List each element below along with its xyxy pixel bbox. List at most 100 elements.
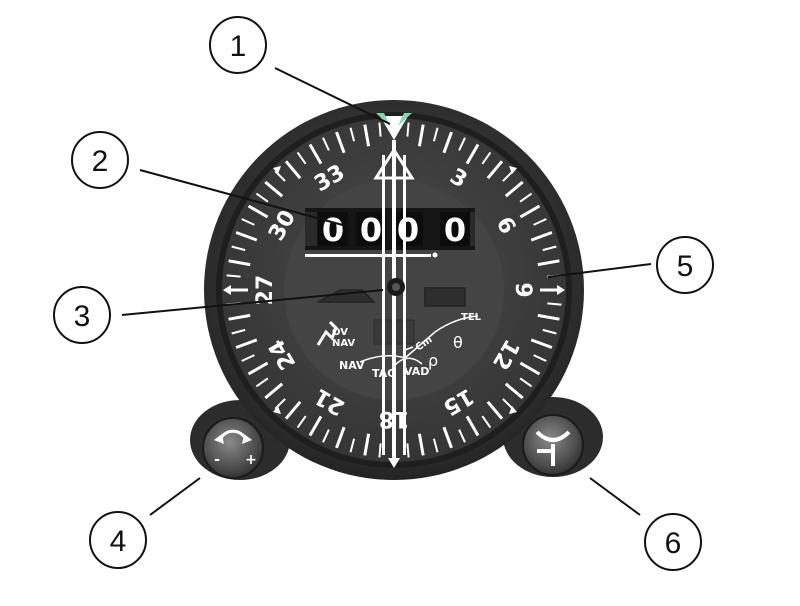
compass-ticks (226, 122, 562, 458)
counter-digit-2: 0 (360, 211, 382, 249)
counter-digit-1: 0 (322, 211, 344, 249)
rotate-arrow-right-head-icon (242, 434, 252, 444)
svg-text:3: 3 (74, 300, 91, 333)
compass-tick (442, 426, 453, 449)
mode-label-theta: θ (453, 333, 463, 352)
svg-text:4: 4 (110, 525, 127, 558)
rim-marker (273, 406, 281, 414)
compass-tick (547, 302, 562, 306)
mode-select-knob[interactable] (522, 414, 584, 476)
compass-tick (296, 151, 307, 165)
compass-tick (296, 415, 307, 429)
deviation-dot (432, 252, 438, 258)
ovnav-icon (316, 320, 338, 346)
compass-tick (378, 122, 382, 137)
svg-text:5: 5 (677, 250, 694, 283)
compass-tick (241, 354, 255, 362)
compass-tick (241, 218, 255, 226)
callout-1: 1 (209, 16, 267, 74)
mode-label-rho: ρ (428, 351, 438, 370)
course-pointer (373, 140, 415, 465)
compass-tick (335, 426, 346, 449)
compass-tick (486, 160, 504, 180)
compass-tick (432, 438, 439, 453)
mode-label-tel: TEL (461, 312, 482, 323)
mode-label-tac: TAC (372, 367, 395, 380)
compass-tick (504, 180, 524, 198)
compass-tick (322, 429, 330, 443)
compass-tick (406, 443, 410, 458)
mode-label-nav-top: NAV (332, 338, 355, 349)
leader-lines (121, 67, 652, 516)
compass-tick (255, 377, 269, 388)
compass-tick (502, 170, 514, 182)
compass-tick (533, 218, 547, 226)
compass-tick (406, 122, 410, 137)
compass-tick (235, 231, 258, 242)
callout-4: 4 (89, 511, 147, 569)
rim-marker (509, 406, 517, 414)
to-from-window (424, 287, 466, 307)
rim-marker (509, 166, 517, 174)
callout-5: 5 (656, 236, 714, 294)
compass-tick (504, 382, 524, 400)
compass-tick (264, 180, 284, 198)
rotate-arrow-left-head-icon (214, 434, 224, 444)
mode-label-ov: OV (332, 327, 348, 338)
compass-tick (530, 231, 553, 242)
compass-tick (481, 151, 492, 165)
compass-tick (349, 127, 356, 142)
compass-tick (378, 443, 382, 458)
compass-tick (363, 433, 371, 456)
compass-tick (542, 245, 557, 252)
compass-tick (308, 143, 323, 165)
compass-tick (519, 377, 533, 388)
counter-digit-3: 0 (397, 211, 419, 249)
compass-tick (228, 259, 251, 267)
deviation-bar (305, 254, 431, 257)
compass-tick (284, 400, 302, 420)
compass-tick (458, 137, 466, 151)
mode-knob-y-icon (535, 430, 571, 442)
compass-tick (226, 274, 241, 278)
mode-label-vad: VAD (404, 365, 429, 378)
mode-selector-markings (359, 315, 479, 366)
course-select-knob[interactable]: - + (202, 417, 264, 479)
leader-line-3 (121, 289, 384, 316)
callout-2: 2 (71, 131, 129, 189)
compass-tick (322, 137, 330, 151)
leader-line-2 (139, 169, 351, 228)
leader-line-4 (149, 477, 201, 516)
svg-text:2: 2 (92, 145, 109, 178)
compass-tick (247, 204, 269, 219)
compass-tick (465, 415, 480, 437)
knob-plus-label: + (245, 452, 257, 468)
compass-label: 9 (510, 282, 535, 297)
compass-tick (442, 131, 453, 154)
compass-tick (231, 328, 246, 335)
mode-label-nav: NAV (339, 359, 365, 372)
compass-tick (519, 361, 541, 376)
center-pivot-cap (392, 283, 400, 291)
compass-tick (417, 124, 425, 147)
compass-tick (481, 415, 492, 429)
leader-line-1 (274, 67, 391, 125)
compass-tick (274, 170, 286, 182)
compass-tick (335, 131, 346, 154)
compass-tick (533, 354, 547, 362)
compass-tick (264, 382, 284, 400)
counter-digit-4: 0 (444, 211, 466, 249)
compass-tick (530, 338, 553, 349)
compass-tick (274, 398, 286, 410)
callout-3: 3 (53, 286, 111, 344)
callout-6: 6 (644, 513, 702, 571)
compass-tick (465, 143, 480, 165)
compass-tick (349, 438, 356, 453)
compass-tick (432, 127, 439, 142)
svg-text:1: 1 (230, 30, 247, 63)
compass-tick (228, 313, 251, 321)
rim-marker (557, 285, 565, 295)
compass-tick (231, 245, 246, 252)
compass-tick (235, 338, 258, 349)
